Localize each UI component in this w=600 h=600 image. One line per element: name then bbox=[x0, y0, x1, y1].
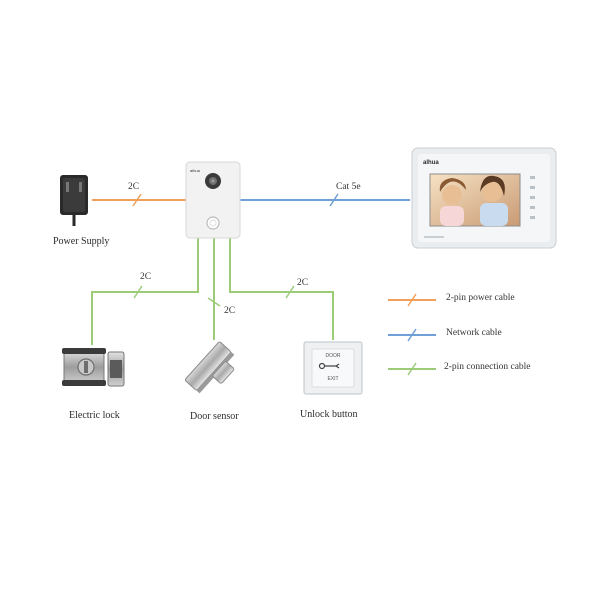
power-supply-label: Power Supply bbox=[53, 236, 110, 247]
legend-connection-swatch bbox=[388, 362, 436, 376]
network-cable-marker bbox=[329, 193, 339, 207]
power-supply-icon bbox=[60, 175, 88, 226]
door-station-icon: alhua bbox=[185, 161, 241, 239]
power-cable-label: 2C bbox=[128, 182, 140, 192]
unlock-button-label: Unlock button bbox=[300, 409, 358, 420]
unlock-button-bottom-text: EXIT bbox=[327, 376, 338, 382]
indoor-monitor-brand: alhua bbox=[423, 160, 439, 166]
legend-power-label: 2-pin power cable bbox=[446, 293, 515, 303]
unlock-button-top-text: DOOR bbox=[326, 353, 341, 359]
lock-cable-label: 2C bbox=[140, 272, 152, 282]
button-cable-marker bbox=[285, 285, 295, 299]
door-sensor-label: Door sensor bbox=[190, 411, 239, 422]
legend-network-label: Network cable bbox=[446, 328, 502, 338]
electric-lock-icon bbox=[62, 348, 125, 387]
electric-lock-label: Electric lock bbox=[69, 410, 120, 421]
legend-power-swatch bbox=[388, 293, 436, 307]
lock-cable bbox=[91, 238, 199, 345]
button-cable-label: 2C bbox=[297, 278, 309, 288]
lock-cable-marker bbox=[133, 285, 143, 299]
unlock-button-icon: DOOR EXIT bbox=[303, 341, 363, 395]
network-cable-label: Cat 5e bbox=[336, 182, 361, 192]
power-cable-marker bbox=[132, 193, 142, 207]
door-sensor-icon bbox=[184, 341, 235, 394]
indoor-monitor-icon bbox=[411, 147, 557, 249]
svg-text:alhua: alhua bbox=[190, 168, 201, 173]
sensor-cable-marker bbox=[207, 297, 221, 307]
legend-connection-label: 2-pin connection cable bbox=[444, 362, 531, 372]
button-cable bbox=[229, 238, 334, 340]
legend-network-swatch bbox=[388, 328, 436, 342]
sensor-cable-label: 2C bbox=[224, 306, 236, 316]
